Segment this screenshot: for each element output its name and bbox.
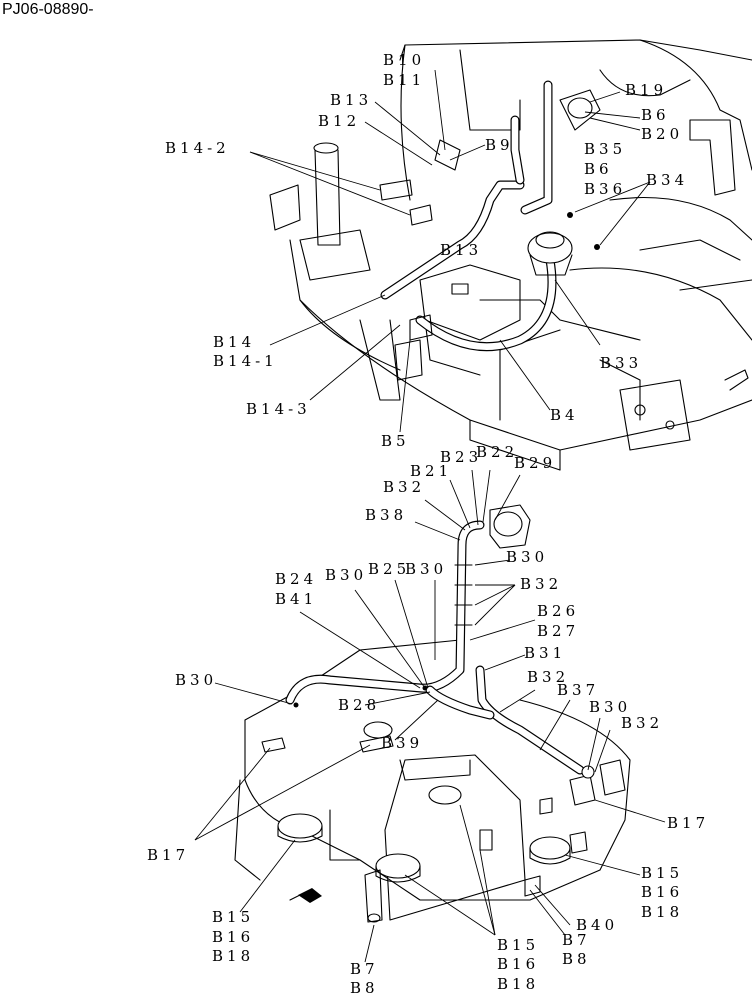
label-b30-e: B30 xyxy=(589,698,632,716)
label-b17-right: B17 xyxy=(667,814,710,832)
label-b6-upper-a: B6 xyxy=(641,106,670,124)
label-b9: B9 xyxy=(485,136,514,154)
label-b10: B10 xyxy=(383,51,426,69)
label-b17-left: B17 xyxy=(147,846,190,864)
label-b12: B12 xyxy=(318,112,361,130)
label-b32-d: B32 xyxy=(621,714,664,732)
label-b25: B25 xyxy=(368,560,411,578)
label-b29: B29 xyxy=(514,454,557,472)
label-b14-2: B14-2 xyxy=(165,139,230,157)
label-b18-right: B18 xyxy=(641,903,684,921)
label-b21: B21 xyxy=(410,462,453,480)
label-b30-c: B30 xyxy=(405,560,448,578)
label-b32-a: B32 xyxy=(383,478,426,496)
label-b7-right: B7 xyxy=(562,931,591,949)
upper-leader-lines xyxy=(249,69,651,433)
label-b14-1: B14-1 xyxy=(213,352,278,370)
label-b15-center: B15 xyxy=(497,936,540,954)
label-b30-a: B30 xyxy=(506,548,549,566)
label-b19: B19 xyxy=(625,81,668,99)
label-b7-left: B7 xyxy=(350,960,379,978)
label-b32-c: B32 xyxy=(527,668,570,686)
label-b5: B5 xyxy=(381,432,410,450)
label-b22: B22 xyxy=(476,443,519,461)
label-b34: B34 xyxy=(646,171,689,189)
label-b37: B37 xyxy=(557,681,600,699)
label-b11: B11 xyxy=(383,71,426,89)
label-b24: B24 xyxy=(275,570,318,588)
label-b23: B23 xyxy=(440,448,483,466)
label-b13-b: B13 xyxy=(440,241,483,259)
label-b32-b: B32 xyxy=(520,575,563,593)
label-b18-left: B18 xyxy=(212,947,255,965)
label-b6-upper-b: B6 xyxy=(584,160,613,178)
label-b40: B40 xyxy=(576,916,619,934)
document-code: PJ06-08890- xyxy=(2,1,94,18)
label-b41: B41 xyxy=(275,590,318,608)
lower-frame xyxy=(234,639,631,923)
label-b18-center: B18 xyxy=(497,975,540,993)
lower-leader-lines xyxy=(194,469,666,963)
label-b33: B33 xyxy=(600,354,643,372)
label-b14-3: B14-3 xyxy=(246,400,311,418)
label-b4: B4 xyxy=(550,406,579,424)
label-b26: B26 xyxy=(537,602,580,620)
label-b38: B38 xyxy=(365,506,408,524)
label-b28: B28 xyxy=(338,696,381,714)
label-b14: B14 xyxy=(213,333,256,351)
label-b8-left: B8 xyxy=(350,979,379,997)
label-b16-center: B16 xyxy=(497,955,540,973)
label-b20: B20 xyxy=(641,125,684,143)
label-b39: B39 xyxy=(381,734,424,752)
label-b31: B31 xyxy=(524,644,567,662)
label-b13: B13 xyxy=(330,91,373,109)
label-b30-d: B30 xyxy=(175,671,218,689)
label-b8-right: B8 xyxy=(562,950,591,968)
label-b15-right: B15 xyxy=(641,864,684,882)
label-b27: B27 xyxy=(537,622,580,640)
label-b16-left: B16 xyxy=(212,928,255,946)
label-b30-b: B30 xyxy=(325,566,368,584)
label-b35: B35 xyxy=(584,140,627,158)
label-b15-left: B15 xyxy=(212,908,255,926)
upper-frame xyxy=(269,39,752,471)
label-b16-right: B16 xyxy=(641,883,684,901)
lower-hoses xyxy=(285,504,595,779)
label-b36: B36 xyxy=(584,180,627,198)
